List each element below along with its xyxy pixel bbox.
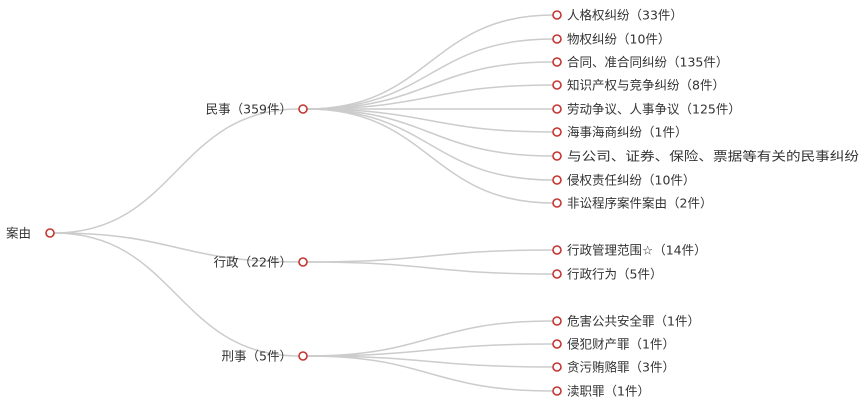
tree-node-label: 侵犯财产罪（1件） bbox=[567, 337, 675, 352]
tree-node-civil-personality-rights[interactable]: 人格权纠纷（33件） bbox=[552, 8, 683, 23]
tree-node-administrative-marker[interactable] bbox=[298, 257, 308, 267]
tree-node-civil-label: 民事（359件） bbox=[206, 102, 292, 117]
tree-node-criminal-corruption-bribery[interactable]: 贪污贿赂罪（3件） bbox=[552, 360, 675, 375]
tree-node-marker[interactable] bbox=[552, 104, 562, 114]
tree-node-civil-property-rights[interactable]: 物权纠纷（10件） bbox=[552, 32, 670, 47]
tree-node-label: 行政管理范围☆（14件） bbox=[567, 243, 707, 258]
tree-node-criminal-property[interactable]: 侵犯财产罪（1件） bbox=[552, 337, 675, 352]
tree-link bbox=[306, 249, 554, 263]
tree-node-civil-company-securities[interactable]: 与公司、证券、保险、票据等有关的民事纠纷 bbox=[552, 149, 860, 164]
tree-node-administrative[interactable]: 行政（22件） bbox=[214, 255, 308, 270]
tree-node-administrative-label: 行政（22件） bbox=[214, 255, 292, 270]
tree-link bbox=[306, 261, 554, 275]
tree-node-label: 非讼程序案件案由（2件） bbox=[567, 196, 712, 211]
tree-link bbox=[306, 320, 554, 357]
tree-node-label: 与公司、证券、保险、票据等有关的民事纠纷 bbox=[567, 149, 860, 164]
tree-link bbox=[306, 14, 554, 110]
tree-node-marker[interactable] bbox=[552, 386, 562, 396]
tree-node-marker[interactable] bbox=[552, 198, 562, 208]
tree-link bbox=[306, 108, 554, 157]
tree-node-civil-maritime[interactable]: 海事海商纠纷（1件） bbox=[552, 125, 687, 140]
tree-node-label: 劳动争议、人事争议（125件） bbox=[567, 102, 741, 117]
tree-node-root[interactable]: 案由 bbox=[6, 226, 55, 241]
tree-links bbox=[53, 14, 554, 392]
tree-node-civil-ip-competition[interactable]: 知识产权与竞争纠纷（8件） bbox=[552, 78, 725, 93]
tree-node-label: 知识产权与竞争纠纷（8件） bbox=[567, 78, 725, 93]
tree-node-label: 行政行为（5件） bbox=[567, 267, 662, 282]
tree-node-label: 物权纠纷（10件） bbox=[567, 32, 670, 47]
tree-node-civil-marker[interactable] bbox=[298, 104, 308, 114]
tree-node-marker[interactable] bbox=[552, 245, 562, 255]
tree-node-civil-tort[interactable]: 侵权责任纠纷（10件） bbox=[552, 173, 695, 188]
tree-node-marker[interactable] bbox=[552, 57, 562, 67]
tree-node-civil[interactable]: 民事（359件） bbox=[206, 102, 308, 117]
tree-node-civil-labor-dispute[interactable]: 劳动争议、人事争议（125件） bbox=[552, 102, 741, 117]
tree-node-label: 侵权责任纠纷（10件） bbox=[567, 173, 695, 188]
tree-node-marker[interactable] bbox=[552, 316, 562, 326]
tree-node-admin-action[interactable]: 行政行为（5件） bbox=[552, 267, 662, 282]
tree-link bbox=[306, 108, 554, 181]
tree-link bbox=[53, 232, 300, 357]
tree-link bbox=[306, 355, 554, 368]
tree-node-civil-non-litigation[interactable]: 非讼程序案件案由（2件） bbox=[552, 196, 712, 211]
tree-node-marker[interactable] bbox=[552, 127, 562, 137]
tree-node-label: 贪污贿赂罪（3件） bbox=[567, 360, 675, 375]
tree-link bbox=[306, 343, 554, 357]
tree-node-label: 海事海商纠纷（1件） bbox=[567, 125, 687, 140]
tree-node-criminal[interactable]: 刑事（5件） bbox=[222, 349, 308, 364]
tree-link bbox=[306, 108, 554, 204]
tree-node-marker[interactable] bbox=[552, 34, 562, 44]
tree-node-label: 危害公共安全罪（1件） bbox=[567, 314, 700, 329]
tree-node-admin-management-scope[interactable]: 行政管理范围☆（14件） bbox=[552, 243, 707, 258]
tree-node-civil-contract[interactable]: 合同、准合同纠纷（135件） bbox=[552, 55, 728, 70]
tree-node-marker[interactable] bbox=[552, 362, 562, 372]
tree-node-root-label: 案由 bbox=[6, 226, 31, 241]
tree-node-marker[interactable] bbox=[552, 339, 562, 349]
tree-node-criminal-public-safety[interactable]: 危害公共安全罪（1件） bbox=[552, 314, 700, 329]
tree-link bbox=[53, 232, 300, 263]
tree-link bbox=[306, 61, 554, 110]
tree-node-marker[interactable] bbox=[552, 175, 562, 185]
tree-node-marker[interactable] bbox=[552, 80, 562, 90]
tree-node-marker[interactable] bbox=[552, 151, 562, 161]
tree-link bbox=[306, 355, 554, 392]
tree-link bbox=[306, 84, 554, 110]
tree-node-marker[interactable] bbox=[552, 10, 562, 20]
tree-node-label: 合同、准合同纠纷（135件） bbox=[567, 55, 728, 70]
tree-link bbox=[306, 38, 554, 110]
tree-node-label: 人格权纠纷（33件） bbox=[567, 8, 683, 23]
tree-link bbox=[53, 108, 300, 234]
tree-node-criminal-label: 刑事（5件） bbox=[222, 349, 292, 364]
tree-node-label: 渎职罪（1件） bbox=[567, 384, 650, 399]
tree-node-marker[interactable] bbox=[552, 269, 562, 279]
tree-node-criminal-marker[interactable] bbox=[298, 351, 308, 361]
tree-link bbox=[306, 108, 554, 133]
tree-node-root-marker[interactable] bbox=[45, 228, 55, 238]
tree-node-criminal-dereliction[interactable]: 渎职罪（1件） bbox=[552, 384, 650, 399]
